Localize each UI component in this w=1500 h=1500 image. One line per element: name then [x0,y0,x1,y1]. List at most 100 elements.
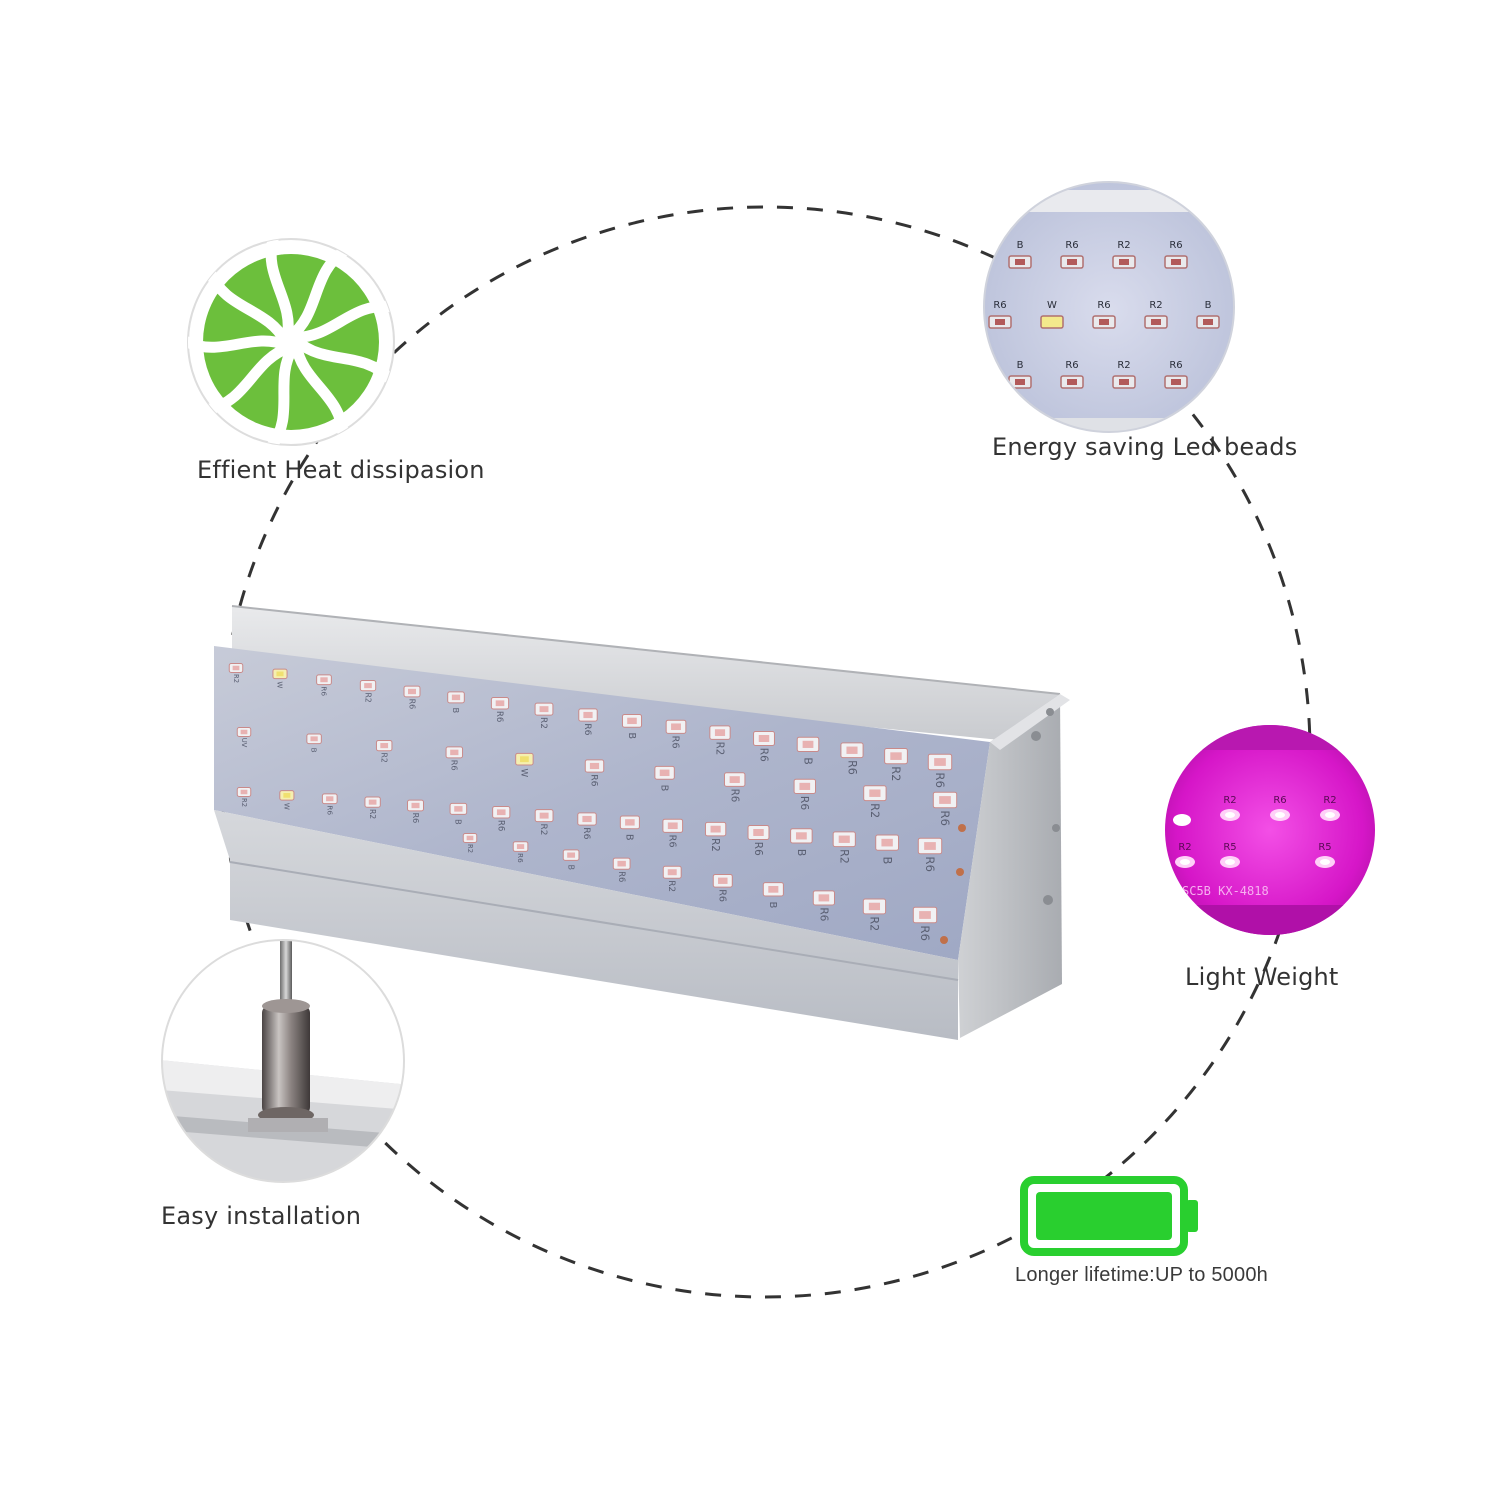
caption-lifetime: Longer lifetime:UP to 5000h [1015,1264,1268,1286]
bead-label: R6 [1273,795,1286,806]
bead-label: R6 [1169,240,1182,251]
feature-circle [161,939,405,1183]
feature-circle [983,181,1235,433]
bead-label: R6 [1169,360,1182,371]
bead-label: R2 [1223,795,1236,806]
bead-label: R2 [363,692,372,702]
bead-label: B [658,785,669,792]
bead-label: B [880,856,894,864]
bead-label: R6 [923,856,937,872]
bead-label: R2 [240,798,248,807]
bead-label: R6 [494,711,504,722]
bead-label: R2 [868,916,881,931]
bead-label: R6 [325,805,334,815]
caption-easy-installation: Easy installation [161,1202,361,1230]
bead-label: R6 [495,820,505,831]
bead-label: W [1047,300,1057,311]
bead-label: R6 [411,813,420,824]
feature-easy-installation [161,939,405,1183]
bead-label: R6 [918,925,932,941]
bead-label: B [767,902,778,909]
led-bead [1040,315,1064,329]
bead-label: R2 [368,809,377,819]
bead-label: B [451,707,461,713]
caption-light-weight: Light Weight [1185,963,1339,991]
bead-label: R6 [450,760,460,771]
bead-label: R6 [758,748,770,762]
bead-label: R2 [538,717,548,729]
hanging-cable [280,940,292,1010]
bead-label: R2 [889,766,903,781]
bead-label: R6 [407,699,416,710]
bead-label: B [310,748,319,753]
fan-icon [188,239,394,445]
bead-label: UV [240,738,248,748]
bead-label: R6 [717,889,728,902]
feature-heat-dissipation [187,238,395,446]
bead-label: W [283,803,292,810]
bead-label: B [1017,360,1024,371]
bead-label: R6 [993,300,1006,311]
bead-label: R6 [845,760,858,775]
bead-label: R2 [838,849,851,864]
bead-label: R2 [232,674,240,683]
bead-label: R6 [1065,360,1078,371]
battery-icon [1020,1176,1198,1256]
bead-label: R2 [538,824,548,836]
bead-label: B [801,757,814,764]
bead-label: R6 [817,907,829,921]
bead-label: B [1017,240,1024,251]
bead-label: R6 [516,853,525,863]
led-panel [214,646,990,960]
cable-ferrule [262,1005,310,1115]
bead-label: R6 [670,736,681,749]
bead-label: B [795,849,808,856]
screw [1031,731,1041,741]
bead-label: R6 [938,810,952,826]
bead-label: R2 [380,752,389,762]
screw [1052,824,1060,832]
bead-label: R2 [1117,360,1130,371]
caption-heat-dissipation: Effient Heat dissipasion [197,456,485,484]
bead-label: R6 [798,796,811,810]
bead-label: B [626,732,637,739]
bead-label: R2 [1149,300,1162,311]
led-bead [1173,814,1191,826]
screw [1043,895,1053,905]
bead-label: R6 [1065,240,1078,251]
end-cap [958,694,1062,1038]
bead-label: R2 [466,844,474,853]
bead-label: W [276,681,285,688]
housing-top [232,606,1060,740]
housing-lower [214,810,958,1040]
bead-label: R6 [582,723,593,735]
board-code: SC5B KX-4818 [1182,884,1269,898]
bead-label: B [624,834,635,841]
bead-label: R2 [868,803,881,818]
bead-label: R2 [1323,795,1336,806]
caption-led-beads: Energy saving Led beads [992,433,1297,461]
bead-label: R6 [752,842,764,856]
bead-label: R2 [1117,240,1130,251]
bead-label: B [454,819,464,825]
battery-charge-fill [1036,1192,1172,1240]
bead-label: R2 [709,838,720,852]
bead-label: R6 [588,774,599,786]
bead-label: R6 [1097,300,1110,311]
bead-label: R6 [581,827,592,839]
bead-label: R5 [1318,842,1331,853]
bead-label: W [518,768,528,777]
bead-label: R6 [728,789,739,803]
bead-label: R6 [933,772,947,788]
bead-label: R6 [617,871,627,882]
bead-label: R2 [714,742,725,756]
bead-label: B [1205,300,1212,311]
bead-label: R2 [666,880,676,892]
bead-label: R6 [320,686,329,696]
